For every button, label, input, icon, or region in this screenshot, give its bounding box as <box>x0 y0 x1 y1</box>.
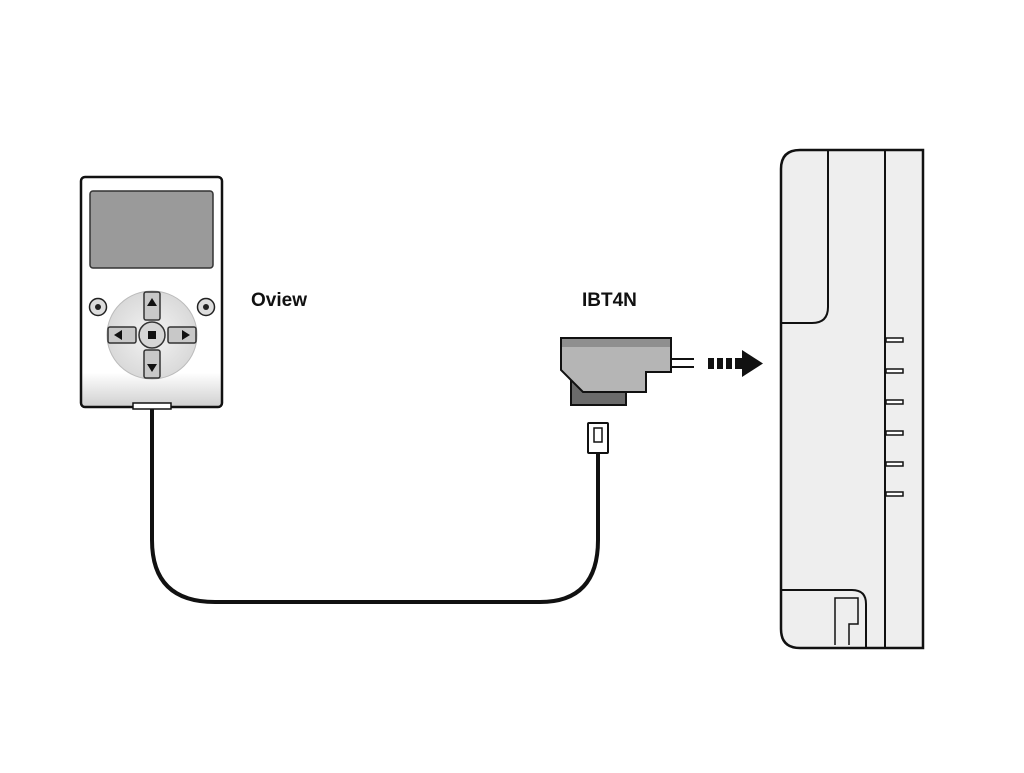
left-round-button <box>88 297 108 317</box>
connector-slot <box>885 399 904 405</box>
connection-cable <box>150 406 600 604</box>
ibt4n-plug <box>587 422 609 454</box>
ibt4n-top-edge <box>562 339 670 347</box>
control-unit-lower-panel <box>782 589 867 647</box>
left-arrow-icon <box>107 326 137 344</box>
control-unit-upper-panel <box>782 151 829 324</box>
down-arrow-icon <box>143 349 161 379</box>
oview-port <box>132 402 172 410</box>
right-round-button <box>196 297 216 317</box>
control-unit-body <box>779 148 925 650</box>
oview-label: Oview <box>251 290 307 311</box>
oview-device <box>79 175 224 410</box>
stop-square-icon <box>138 321 166 349</box>
control-unit <box>779 148 925 650</box>
connector-slot <box>885 337 904 343</box>
connector-slot <box>885 368 904 374</box>
connector-slot <box>885 430 904 436</box>
ibt4n-body <box>560 337 672 393</box>
oview-screen <box>89 190 214 269</box>
right-arrow-icon <box>167 326 197 344</box>
connector-slot <box>885 491 904 497</box>
ibt4n-label: IBT4N <box>582 290 637 311</box>
up-arrow-icon <box>143 291 161 321</box>
connector-slot <box>885 461 904 467</box>
ibt4n-adapter <box>560 337 694 454</box>
insert-direction-arrow <box>708 350 763 377</box>
control-unit-bracket <box>834 597 859 645</box>
